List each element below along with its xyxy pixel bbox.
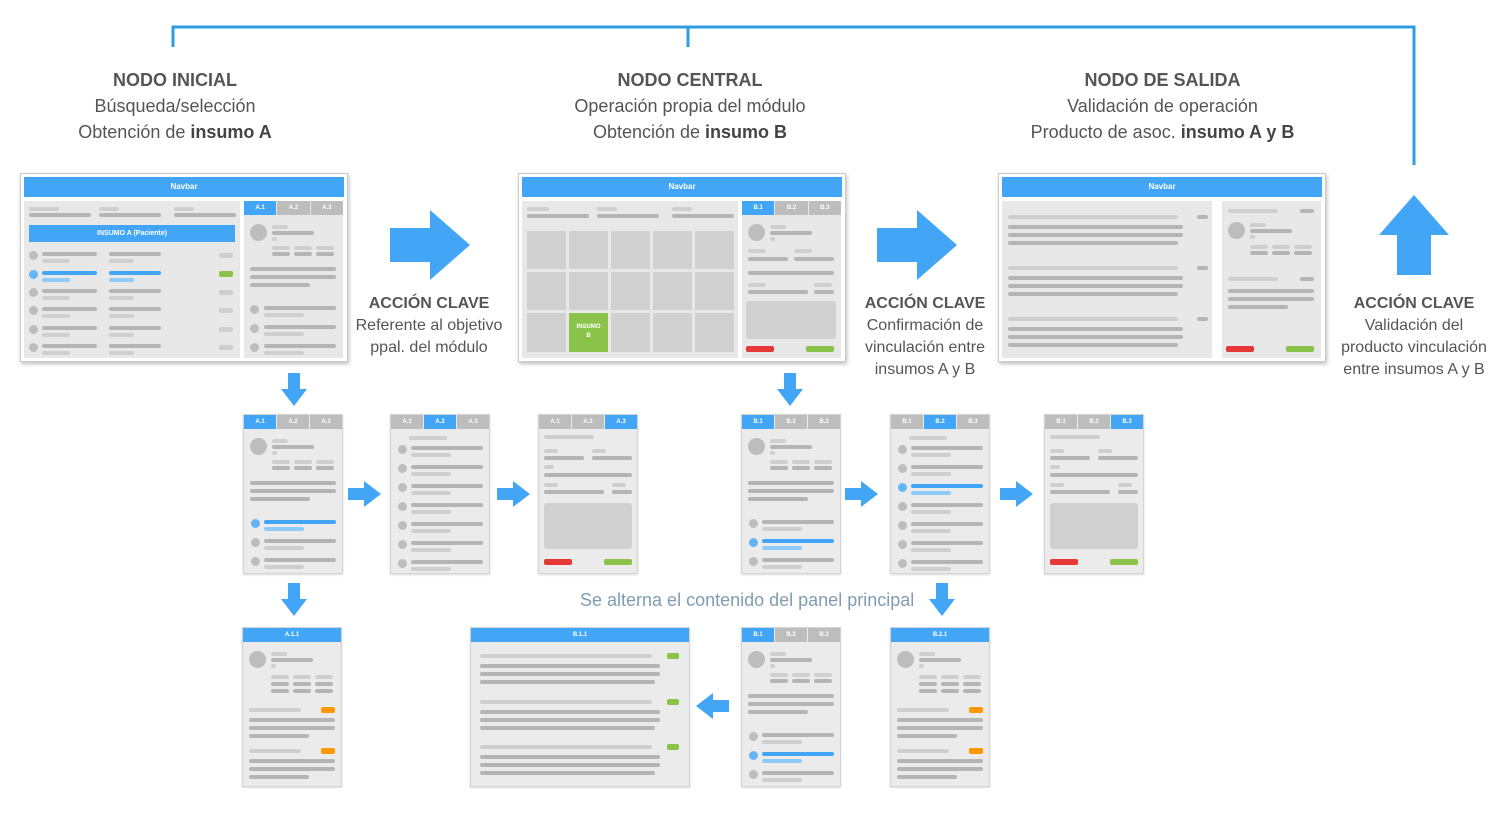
initial-node-screen: Navbar INSUMO A (Paciente) A.1 A.2 A.3 [20, 173, 348, 362]
arrow-left-icon [696, 693, 729, 719]
card-a11: A.1.1 [242, 627, 342, 787]
central-node-screen: Navbar INSUMO B B.1 B.2 B.3 [518, 173, 846, 362]
tab-b3[interactable]: B.3 [808, 415, 840, 429]
side-tabs: B.1 B.2 B.3 [742, 201, 841, 215]
node-line1: Validación de operación [1067, 96, 1258, 116]
main-panel: INSUMO B [522, 201, 738, 358]
tab-a2[interactable]: A.2 [424, 415, 456, 429]
node-central-header: NODO CENTRAL Operación propia del módulo… [520, 67, 860, 145]
tab-b2[interactable]: B.2 [775, 201, 808, 215]
main-panel [1002, 201, 1212, 358]
arrow-down-icon [777, 373, 803, 406]
card-b11: B.1.1 [470, 627, 690, 787]
node-initial-header: NODO INICIAL Búsqueda/selección Obtenció… [25, 67, 325, 145]
arrow-right-icon [877, 210, 957, 280]
action-key-2: ACCIÓN CLAVE Confirmación de vinculación… [864, 295, 986, 378]
tab-b2[interactable]: B.2 [775, 628, 807, 642]
side-panel [1222, 201, 1321, 358]
tab-b3[interactable]: B.3 [808, 201, 841, 215]
tab-b3[interactable]: B.3 [808, 628, 840, 642]
tab-a3[interactable]: A.3 [457, 415, 489, 429]
tab-b3[interactable]: B.3 [957, 415, 989, 429]
tab-a3[interactable]: A.3 [605, 415, 637, 429]
navbar: Navbar [24, 177, 344, 197]
arrow-right-icon [348, 481, 381, 507]
node-title: NODO INICIAL [113, 70, 237, 90]
navbar: Navbar [522, 177, 842, 197]
tab-a1[interactable]: A.1 [539, 415, 571, 429]
tab-b1[interactable]: B.1 [1045, 415, 1077, 429]
side-tabs: A.1 A.2 A.3 [244, 201, 343, 215]
node-title: NODO CENTRAL [617, 70, 763, 90]
side-panel: A.1 A.2 A.3 [244, 201, 343, 358]
node-output-header: NODO DE SALIDA Validación de operación P… [1000, 67, 1325, 145]
tab-a1[interactable]: A.1 [244, 415, 276, 429]
detail-title: A.1.1 [243, 628, 341, 642]
detail-title: B.1.1 [471, 628, 689, 642]
tab-a2[interactable]: A.2 [277, 415, 309, 429]
node-title: NODO DE SALIDA [1084, 70, 1241, 90]
action-key-1: ACCIÓN CLAVE Referente al objetivo ppal.… [355, 295, 503, 356]
tab-b1[interactable]: B.1 [742, 628, 774, 642]
tab-a1[interactable]: A.1 [244, 201, 277, 215]
insumo-b-cell[interactable]: INSUMO B [569, 313, 608, 352]
arrow-right-icon [1000, 481, 1033, 507]
output-node-screen: Navbar [998, 173, 1326, 362]
tab-a2[interactable]: A.2 [572, 415, 604, 429]
tab-b1[interactable]: B.1 [742, 201, 775, 215]
node-line2: Producto de asoc. insumo A y B [1030, 122, 1295, 142]
arrow-down-icon [281, 583, 307, 616]
alternate-content-note: Se alterna el contenido del panel princi… [580, 590, 915, 610]
arrow-right-icon [390, 210, 470, 280]
action-key-3: ACCIÓN CLAVE Validación del producto vin… [1341, 295, 1487, 378]
main-panel: INSUMO A (Paciente) [24, 201, 240, 358]
tab-b1[interactable]: B.1 [742, 415, 774, 429]
node-line2: Obtención de insumo B [592, 122, 788, 142]
tab-a3[interactable]: A.3 [310, 415, 342, 429]
tab-b3[interactable]: B.3 [1111, 415, 1143, 429]
tab-a1[interactable]: A.1 [391, 415, 423, 429]
tab-a2[interactable]: A.2 [277, 201, 310, 215]
arrow-up-icon [1379, 195, 1449, 275]
arrow-down-icon [929, 583, 955, 616]
insumo-b-label: INSUMO B [576, 324, 601, 339]
node-line2: Obtención de insumo A [78, 122, 272, 142]
node-line1: Búsqueda/selección [94, 96, 256, 116]
tab-b2[interactable]: B.2 [1078, 415, 1110, 429]
node-line1: Operación propia del módulo [574, 96, 806, 116]
feedback-connector [171, 25, 1416, 165]
detail-title: B.2.1 [891, 628, 989, 642]
side-panel: B.1 B.2 B.3 [742, 201, 841, 358]
card-b21: B.2.1 [890, 627, 990, 787]
insumo-a-bar: INSUMO A (Paciente) [29, 225, 235, 242]
navbar: Navbar [1002, 177, 1322, 197]
tab-b1[interactable]: B.1 [891, 415, 923, 429]
arrow-down-icon [281, 373, 307, 406]
arrow-right-icon [497, 481, 530, 507]
arrow-right-icon [845, 481, 878, 507]
tab-a3[interactable]: A.3 [310, 201, 343, 215]
tab-b2[interactable]: B.2 [775, 415, 807, 429]
tab-b2[interactable]: B.2 [924, 415, 956, 429]
